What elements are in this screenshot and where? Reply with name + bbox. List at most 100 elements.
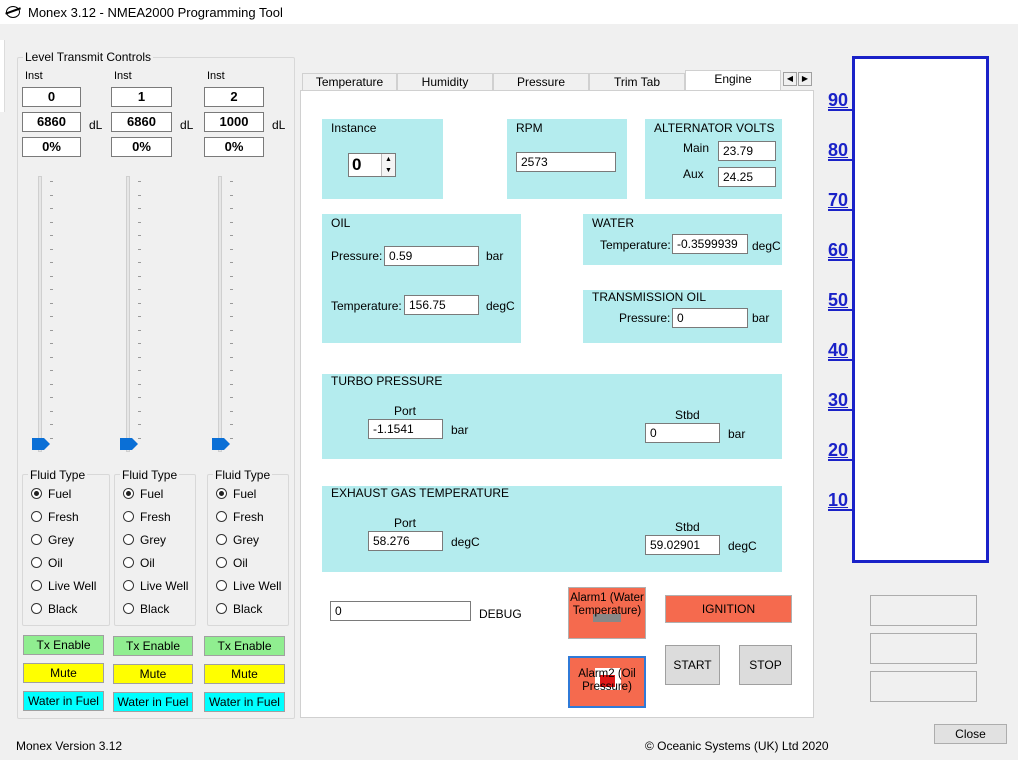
turbo-stbd-unit: bar [728, 427, 746, 441]
transmission-box: TRANSMISSION OIL Pressure: 0 bar [583, 290, 782, 343]
level-value-field[interactable]: 6860 [22, 112, 81, 132]
slider-tick [138, 289, 141, 290]
start-button[interactable]: START [665, 645, 720, 685]
fluid-radio-live-well[interactable] [31, 580, 42, 591]
slider-tick [230, 410, 233, 412]
debug-label: DEBUG [479, 607, 522, 621]
slider-tick [230, 302, 233, 304]
level-percent-field[interactable]: 0% [22, 137, 81, 157]
exhaust-port-field[interactable]: 58.276 [368, 531, 443, 551]
fluid-radio-oil[interactable] [123, 557, 134, 568]
exhaust-stbd-field[interactable]: 59.02901 [645, 535, 720, 555]
fluid-option-label: Oil [140, 556, 155, 570]
level-slider-track[interactable] [126, 176, 130, 452]
water-box: WATER Temperature: -0.3599939 degC [583, 214, 782, 265]
fluid-radio-grey[interactable] [31, 534, 42, 545]
fluid-radio-fuel[interactable] [216, 488, 227, 499]
engine-tab-panel: Instance 0 ▲ ▼ RPM 2573 ALTERNATOR VOLTS… [300, 90, 814, 718]
instance-spinner[interactable]: 0 ▲ ▼ [348, 153, 396, 177]
water-in-fuel-button[interactable]: Water in Fuel [204, 692, 285, 712]
rpm-field[interactable]: 2573 [516, 152, 616, 172]
fluid-radio-fuel[interactable] [31, 488, 42, 499]
tab-trim-tab[interactable]: Trim Tab [589, 73, 685, 91]
oil-pressure-unit: bar [486, 249, 504, 263]
gauge-label: 70 [828, 190, 849, 210]
tab-pressure[interactable]: Pressure [493, 73, 589, 91]
transmission-pressure-field[interactable]: 0 [672, 308, 748, 328]
transmission-unit: bar [752, 311, 770, 325]
level-percent-field[interactable]: 0% [204, 137, 264, 157]
inst-label: Inst [207, 70, 225, 82]
level-percent-field[interactable]: 0% [111, 137, 172, 157]
turbo-port-field[interactable]: -1.1541 [368, 419, 443, 439]
alarm1-button[interactable]: Alarm1 (Water Temperature) [568, 587, 646, 639]
water-in-fuel-button[interactable]: Water in Fuel [113, 692, 193, 712]
inst-field[interactable]: 1 [111, 87, 172, 107]
slider-tick [230, 194, 233, 196]
level-slider-track[interactable] [218, 176, 222, 452]
stop-button[interactable]: STOP [739, 645, 792, 685]
rpm-label: RPM [516, 121, 543, 135]
tx-enable-button[interactable]: Tx Enable [23, 635, 104, 655]
slider-tick [50, 316, 53, 317]
tx-enable-button[interactable]: Tx Enable [204, 636, 285, 656]
fluid-radio-fresh[interactable] [216, 511, 227, 522]
tab-humidity[interactable]: Humidity [397, 73, 493, 91]
tab-temperature[interactable]: Temperature [302, 73, 397, 91]
fluid-radio-black[interactable] [123, 603, 134, 614]
mute-button[interactable]: Mute [113, 664, 193, 684]
level-slider-thumb[interactable] [32, 438, 50, 450]
mute-button[interactable]: Mute [204, 664, 285, 684]
tab-scroll-left-icon[interactable]: ◀ [783, 72, 797, 86]
level-value-field[interactable]: 1000 [204, 112, 264, 132]
tab-scroll-right-icon[interactable]: ▶ [798, 72, 812, 86]
turbo-label: TURBO PRESSURE [331, 374, 443, 388]
slider-tick [138, 262, 141, 263]
level-slider-track[interactable] [38, 176, 42, 452]
mute-button[interactable]: Mute [23, 663, 104, 683]
alternator-aux-label: Aux [683, 167, 704, 181]
turbo-stbd-field[interactable]: 0 [645, 423, 720, 443]
slider-tick [138, 397, 141, 398]
level-value-field[interactable]: 6860 [111, 112, 172, 132]
ignition-button[interactable]: IGNITION [665, 595, 792, 623]
fluid-radio-fuel[interactable] [123, 488, 134, 499]
fluid-radio-oil[interactable] [216, 557, 227, 568]
slider-tick [50, 397, 53, 398]
fluid-radio-black[interactable] [31, 603, 42, 614]
water-temp-field[interactable]: -0.3599939 [672, 234, 748, 254]
alternator-main-field[interactable]: 23.79 [718, 141, 776, 161]
water-in-fuel-button[interactable]: Water in Fuel [23, 691, 104, 711]
inst-field[interactable]: 2 [204, 87, 264, 107]
inst-field[interactable]: 0 [22, 87, 81, 107]
oil-label: OIL [331, 216, 351, 230]
slider-tick [230, 370, 233, 371]
level-slider-thumb[interactable] [212, 438, 230, 450]
slider-tick [50, 208, 53, 209]
tab-engine[interactable]: Engine [685, 70, 781, 91]
turbo-port-label: Port [394, 404, 417, 418]
level-slider-thumb[interactable] [120, 438, 138, 450]
fluid-option-label: Live Well [233, 579, 282, 593]
fluid-radio-live-well[interactable] [216, 580, 227, 591]
fluid-radio-fresh[interactable] [31, 511, 42, 522]
close-button[interactable]: Close [934, 724, 1007, 744]
transmission-label: TRANSMISSION OIL [592, 290, 707, 304]
gauge-tick [828, 359, 852, 361]
fluid-radio-black[interactable] [216, 603, 227, 614]
fluid-radio-fresh[interactable] [123, 511, 134, 522]
oil-temp-field[interactable]: 156.75 [404, 295, 479, 315]
fluid-radio-live-well[interactable] [123, 580, 134, 591]
gauge-label: 10 [828, 490, 849, 510]
fluid-radio-grey[interactable] [216, 534, 227, 545]
tx-enable-button[interactable]: Tx Enable [113, 636, 193, 656]
alarm2-button[interactable]: Alarm2 (Oil Pressure) [568, 656, 646, 708]
spin-down-icon[interactable]: ▼ [381, 165, 395, 176]
fluid-radio-oil[interactable] [31, 557, 42, 568]
fluid-radio-grey[interactable] [123, 534, 134, 545]
slider-tick [230, 275, 233, 277]
alternator-aux-field[interactable]: 24.25 [718, 167, 776, 187]
debug-field[interactable]: 0 [330, 601, 471, 621]
slider-tick [230, 235, 233, 236]
oil-pressure-field[interactable]: 0.59 [384, 246, 479, 266]
